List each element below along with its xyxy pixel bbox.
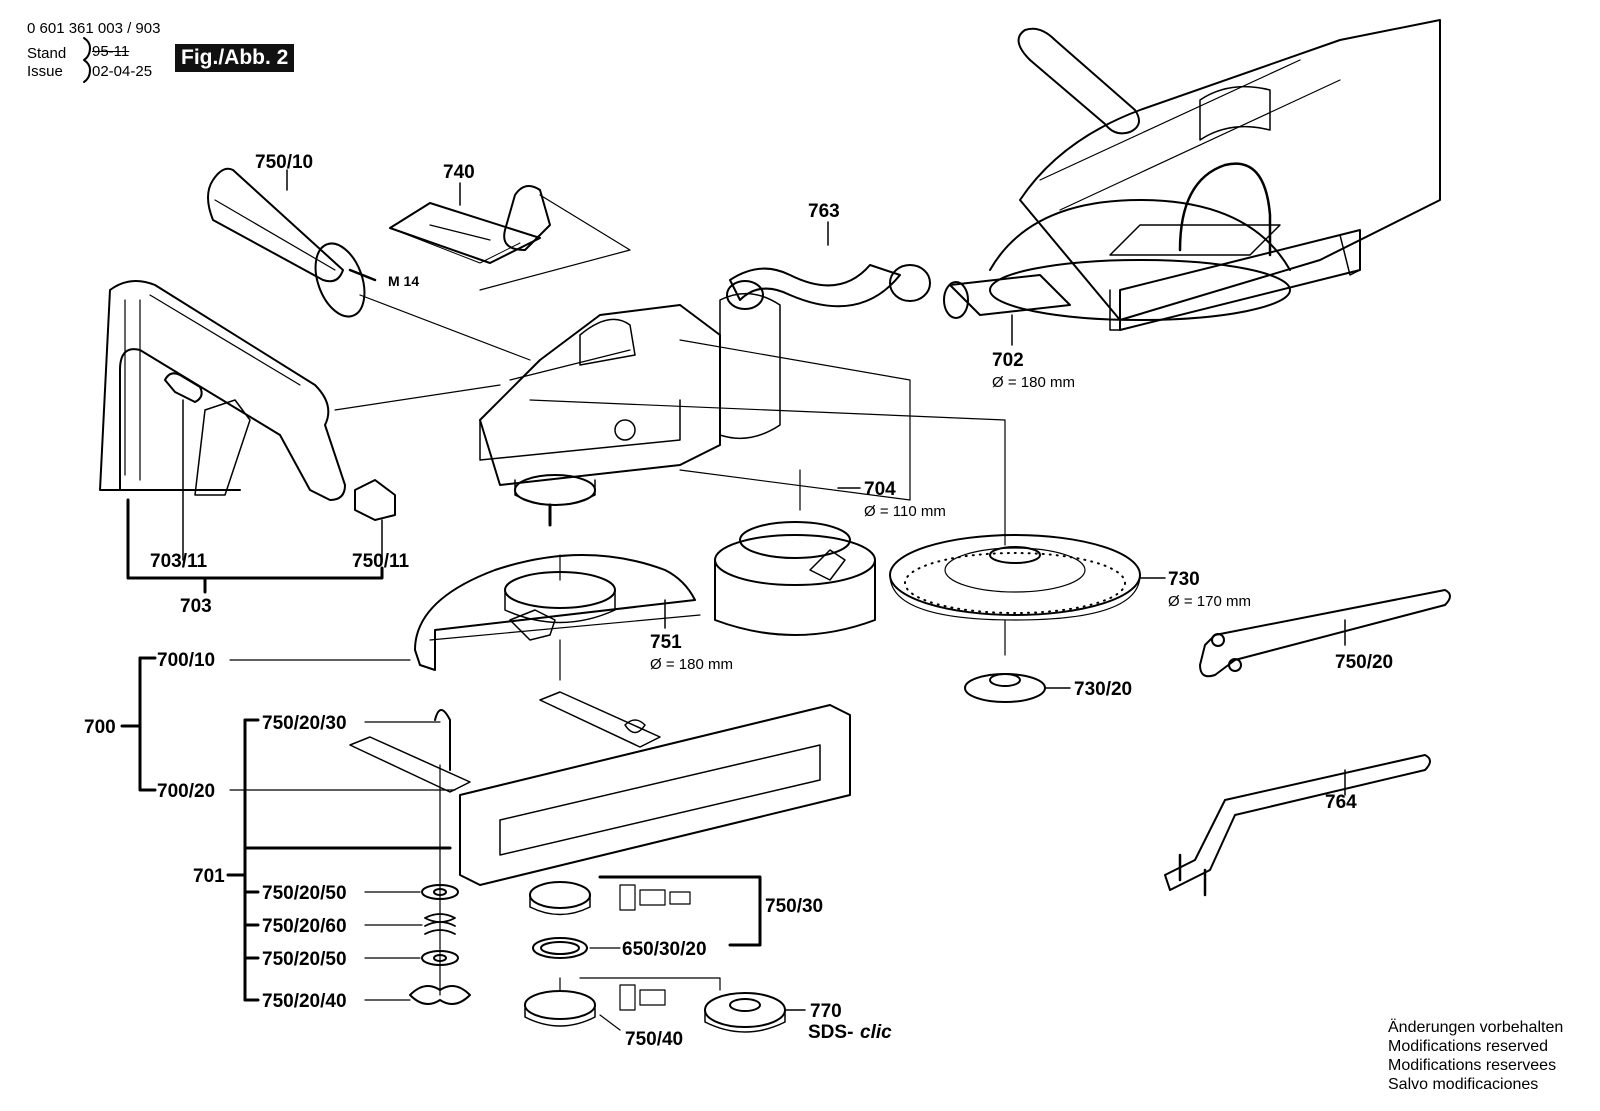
plate-illustration [389, 185, 551, 264]
side-handle-illustration [207, 167, 377, 318]
label-clic: clic [860, 1022, 892, 1043]
bracket-frame-illustration [99, 280, 396, 521]
flange-nut-illustration [964, 673, 1046, 703]
label-730-20: 730/20 [1074, 679, 1132, 700]
ring-650-30-20-illustration [532, 937, 588, 959]
document-number: 0 601 361 003 / 903 [27, 20, 161, 37]
label-763: 763 [808, 201, 840, 222]
label-700-10: 700/10 [157, 650, 215, 671]
tool-icon-lower [619, 984, 666, 1011]
adapter-702-illustration [943, 274, 1071, 319]
label-m14: M 14 [388, 273, 419, 289]
label-701: 701 [193, 866, 225, 887]
stand-label: Stand [27, 45, 67, 62]
label-750-20-50-bottom: 750/20/50 [262, 949, 347, 970]
dim-751: Ø = 180 mm [650, 656, 733, 673]
issue-value: 02-04-25 [92, 63, 153, 80]
note-line: Modifications reservees [1388, 1057, 1557, 1074]
label-730: 730 [1168, 569, 1200, 590]
label-703-11: 703/11 [150, 551, 207, 572]
tool-icon-upper [619, 884, 691, 911]
dim-702: Ø = 180 mm [992, 374, 1075, 391]
note-line: Salvo modificaciones [1388, 1076, 1539, 1093]
note-line: Änderungen vorbehalten [1388, 1019, 1564, 1036]
label-740: 740 [443, 162, 475, 183]
extraction-hose-illustration [726, 264, 931, 310]
label-750-11: 750/11 [352, 551, 409, 572]
figure-badge: Fig./Abb. 2 [175, 44, 295, 72]
label-764: 764 [1325, 792, 1357, 813]
label-702: 702 [992, 350, 1024, 371]
label-700-20: 700/20 [157, 781, 215, 802]
disc-730-illustration [889, 534, 1141, 621]
dim-704: Ø = 110 mm [864, 503, 946, 520]
label-sds: SDS- [808, 1022, 853, 1043]
flange-750-30-illustration [529, 881, 591, 909]
grinder-assembled-illustration [989, 19, 1441, 331]
label-700: 700 [84, 717, 116, 738]
note-line: Modifications reserved [1388, 1038, 1549, 1055]
spring-illustration [424, 913, 456, 935]
label-650-30-20: 650/30/20 [622, 939, 707, 960]
flange-750-40-illustration [524, 990, 596, 1020]
label-751: 751 [650, 632, 682, 653]
label-750-20-30: 750/20/30 [262, 713, 347, 734]
label-750-10: 750/10 [255, 152, 313, 173]
washer-bottom-illustration [421, 950, 459, 966]
header-brace [83, 37, 91, 83]
wrench-750-20-illustration [1199, 589, 1451, 678]
label-750-20-40: 750/20/40 [262, 991, 347, 1012]
wrench-764-illustration [1164, 754, 1431, 897]
label-750-20-50-top: 750/20/50 [262, 883, 347, 904]
grinder-body-illustration [479, 292, 911, 527]
cover-704-illustration [714, 521, 876, 636]
issue-label: Issue [27, 63, 63, 80]
label-750-30: 750/30 [765, 896, 823, 917]
cutting-guide-illustration [349, 691, 851, 886]
dim-730: Ø = 170 mm [1168, 593, 1251, 610]
wing-nut-illustration [409, 985, 471, 1005]
label-703: 703 [180, 596, 212, 617]
label-750-20-60: 750/20/60 [262, 916, 347, 937]
modification-notes: Änderungen vorbehalten Modifications res… [1388, 1018, 1563, 1094]
stand-value: 95-11 [92, 43, 130, 60]
label-770: 770 [810, 1001, 842, 1022]
label-750-40: 750/40 [625, 1029, 683, 1050]
label-704: 704 [864, 479, 896, 500]
label-750-20: 750/20 [1335, 652, 1393, 673]
washer-top-illustration [421, 884, 459, 900]
